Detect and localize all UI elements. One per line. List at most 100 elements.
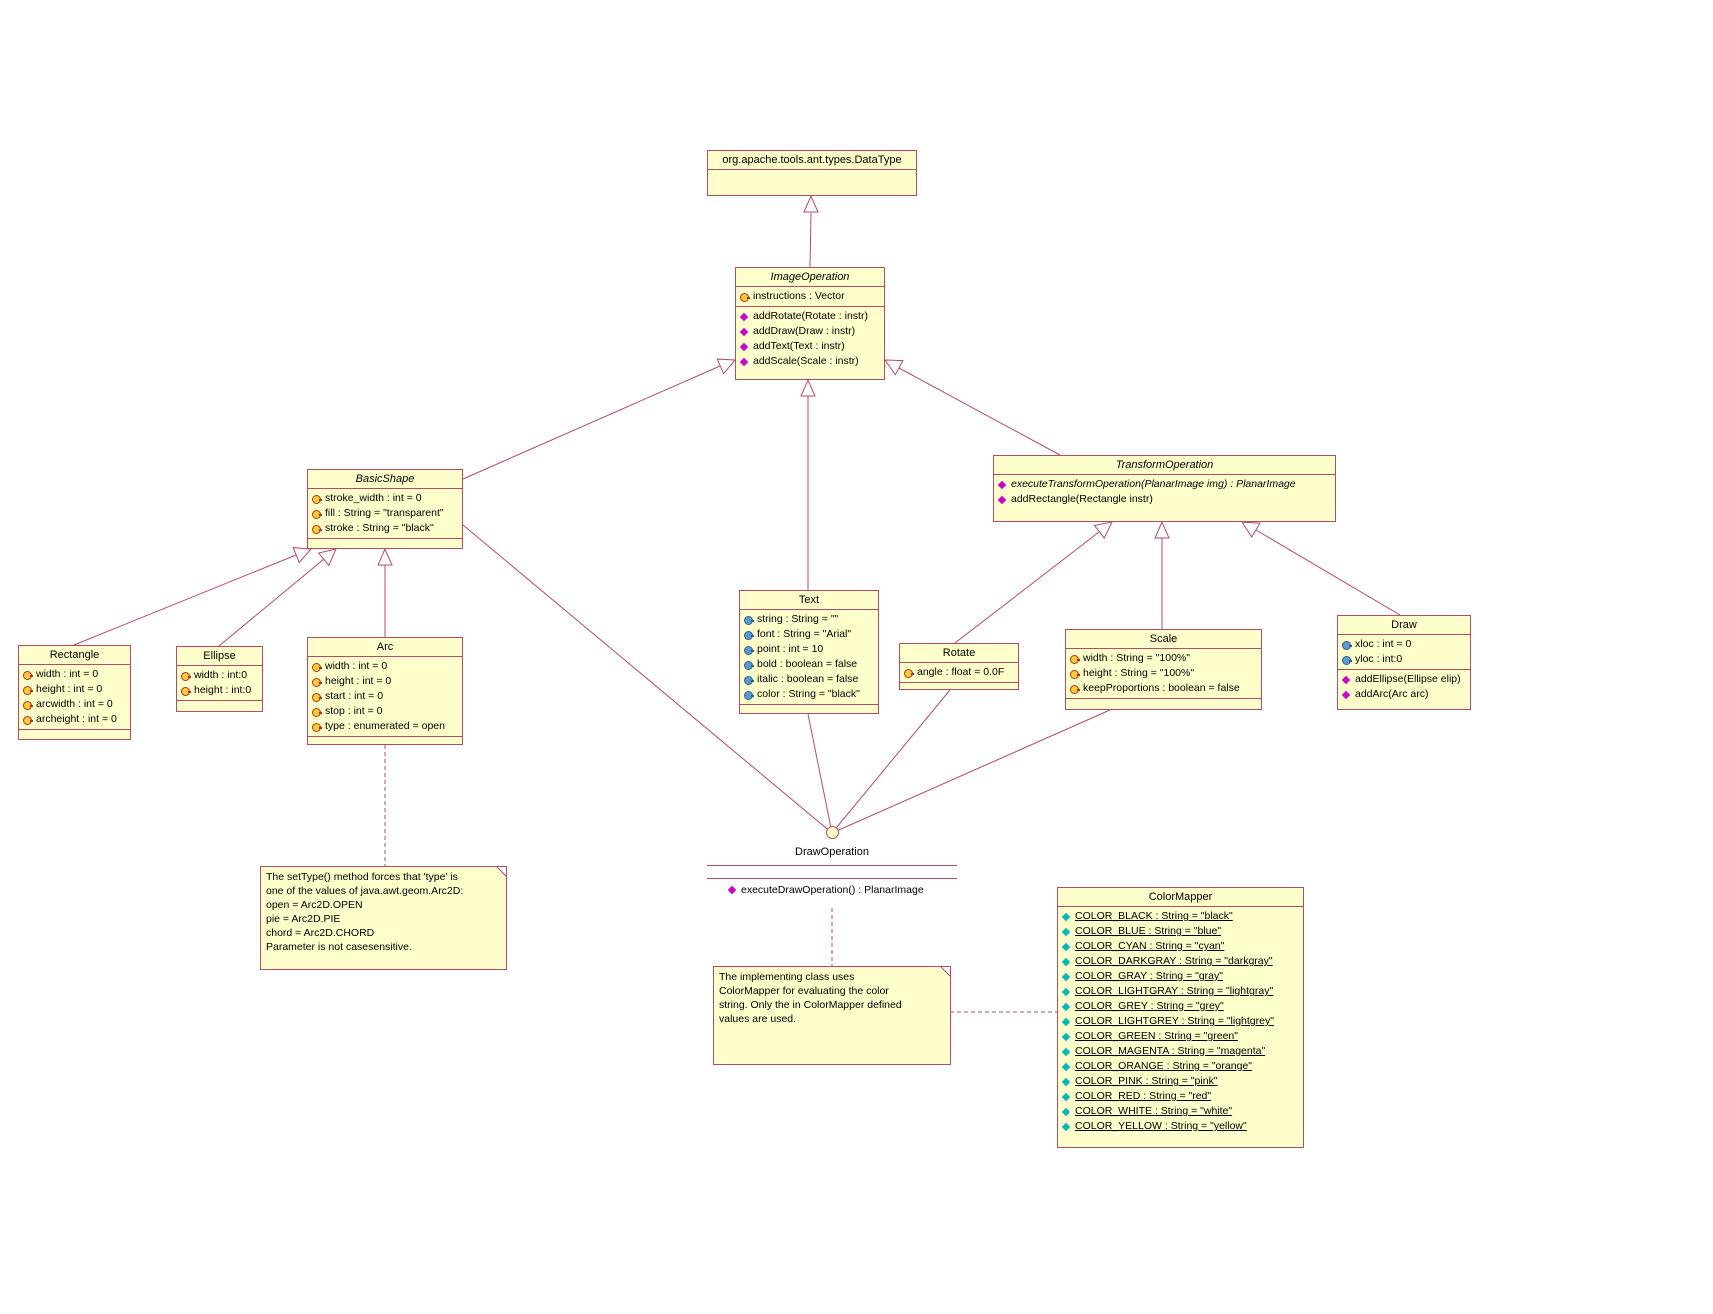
attribute-text: yloc : int:0: [1355, 653, 1403, 665]
attribute-text: instructions : Vector: [753, 290, 845, 302]
attribute-row: stop : int = 0: [311, 704, 460, 719]
static-attribute-diamond-icon: [1061, 911, 1073, 923]
attribute-key-icon: [22, 669, 34, 681]
class-rotate-name: Rotate: [900, 644, 1018, 663]
static-attribute-diamond-icon: [1061, 926, 1073, 938]
static-attribute-row: COLOR_LIGHTGRAY : String = "lightgray": [1061, 984, 1301, 999]
static-attribute-text: COLOR_GREEN : String = "green": [1075, 1030, 1238, 1042]
note-fold-icon: [495, 867, 506, 878]
note-text-line: pie = Arc2D.PIE: [266, 913, 341, 925]
attribute-row: arcwidth : int = 0: [22, 697, 128, 712]
attribute-text: type : enumerated = open: [325, 720, 445, 732]
attribute-row: point : int = 10: [743, 642, 876, 657]
static-attribute-text: COLOR_CYAN : String = "cyan": [1075, 940, 1225, 952]
static-attribute-text: COLOR_LIGHTGREY : String = "lightgrey": [1075, 1015, 1274, 1027]
static-attribute-diamond-icon: [1061, 1031, 1073, 1043]
static-attribute-row: COLOR_ORANGE : String = "orange": [1061, 1059, 1301, 1074]
attribute-row: width : int = 0: [311, 659, 460, 674]
method-row: addRotate(Rotate : instr): [739, 309, 882, 324]
interface-name: DrawOperation: [795, 846, 869, 858]
static-attribute-row: COLOR_BLACK : String = "black": [1061, 909, 1301, 924]
attribute-row: keepProportions : boolean = false: [1069, 681, 1259, 696]
class-transformoperation[interactable]: TransformOperation executeTransformOpera…: [993, 455, 1336, 522]
attribute-row: stroke : String = "black": [311, 521, 460, 536]
attribute-row: type : enumerated = open: [311, 719, 460, 734]
static-attribute-diamond-icon: [1061, 971, 1073, 983]
attribute-key-icon: [743, 614, 755, 626]
realization-line-text-drawoperation: [807, 713, 833, 834]
method-text: addRotate(Rotate : instr): [753, 310, 868, 322]
class-rotate-empty-methods: [900, 682, 1018, 689]
class-scale[interactable]: Scale width : String = "100%"height : St…: [1065, 629, 1262, 710]
generalization-line-ellipse-basicshape: [218, 558, 325, 647]
attribute-key-icon: [1069, 668, 1081, 680]
note-text-line: open = Arc2D.OPEN: [266, 899, 363, 911]
attribute-row: instructions : Vector: [739, 289, 882, 304]
static-attribute-diamond-icon: [1061, 986, 1073, 998]
class-colormapper-name: ColorMapper: [1058, 888, 1303, 907]
class-colormapper[interactable]: ColorMapper COLOR_BLACK : String = "blac…: [1057, 887, 1304, 1148]
method-row: addRectangle(Rectangle instr): [997, 492, 1333, 507]
static-attribute-text: COLOR_GRAY : String = "gray": [1075, 970, 1223, 982]
interface-method-text: executeDrawOperation() : PlanarImage: [741, 884, 924, 896]
attribute-text: bold : boolean = false: [757, 658, 858, 670]
attribute-text: font : String = "Arial": [757, 628, 852, 640]
class-imageoperation-attributes: instructions : Vector: [736, 287, 884, 306]
attribute-text: archeight : int = 0: [36, 713, 117, 725]
attribute-key-icon: [1341, 639, 1353, 651]
static-attribute-text: COLOR_WHITE : String = "white": [1075, 1105, 1233, 1117]
attribute-text: width : int:0: [194, 669, 248, 681]
generalization-arrow-icon: [1241, 521, 1261, 538]
attribute-key-icon: [180, 670, 192, 682]
note-arc-settype[interactable]: The setType() method forces that 'type' …: [260, 866, 507, 970]
note-text-line: The implementing class uses: [719, 971, 855, 983]
class-rotate[interactable]: Rotate angle : float = 0.0F: [899, 643, 1019, 690]
note-text-line: string. Only the in ColorMapper defined: [719, 999, 902, 1011]
static-attribute-text: COLOR_BLACK : String = "black": [1075, 910, 1233, 922]
static-attribute-diamond-icon: [1061, 1046, 1073, 1058]
class-arc-empty-methods: [308, 736, 462, 744]
class-transformoperation-methods: executeTransformOperation(PlanarImage im…: [994, 475, 1335, 521]
generalization-arrow-icon: [317, 548, 337, 567]
interface-lollipop-icon[interactable]: [825, 826, 839, 839]
class-datatype-empty-compartment: [708, 170, 916, 195]
generalization-line-transformoperation-imageoperation: [898, 367, 1061, 456]
attribute-text: keepProportions : boolean = false: [1083, 682, 1240, 694]
attribute-text: xloc : int = 0: [1355, 638, 1412, 650]
class-draw-methods: addEllipse(Ellipse elip)addArc(Arc arc): [1338, 669, 1470, 709]
static-attribute-row: COLOR_CYAN : String = "cyan": [1061, 939, 1301, 954]
class-rotate-attributes: angle : float = 0.0F: [900, 663, 1018, 682]
method-diamond-icon: [739, 326, 751, 338]
static-attribute-text: COLOR_YELLOW : String = "yellow": [1075, 1120, 1247, 1132]
attribute-text: italic : boolean = false: [757, 673, 859, 685]
attribute-text: stroke_width : int = 0: [325, 492, 422, 504]
class-draw-attributes: xloc : int = 0 yloc : int:0: [1338, 635, 1470, 669]
attribute-row: height : String = "100%": [1069, 666, 1259, 681]
attribute-row: height : int:0: [180, 683, 260, 698]
attribute-key-icon: [743, 644, 755, 656]
static-attribute-row: COLOR_YELLOW : String = "yellow": [1061, 1119, 1301, 1134]
static-attribute-row: COLOR_GREEN : String = "green": [1061, 1029, 1301, 1044]
note-text-line: The setType() method forces that 'type' …: [266, 871, 458, 883]
generalization-arrow-icon: [800, 378, 816, 397]
attribute-key-icon: [311, 721, 323, 733]
static-attribute-diamond-icon: [1061, 956, 1073, 968]
class-text[interactable]: Text string : String = ""font : String =…: [739, 590, 879, 714]
class-ellipse-empty-methods: [177, 700, 262, 711]
static-attribute-row: COLOR_WHITE : String = "white": [1061, 1104, 1301, 1119]
attribute-text: start : int = 0: [325, 690, 384, 702]
interface-divider: [707, 865, 957, 866]
method-text: addText(Text : instr): [753, 340, 845, 352]
class-datatype[interactable]: org.apache.tools.ant.types.DataType: [707, 150, 917, 196]
attribute-key-icon: [743, 674, 755, 686]
class-imageoperation[interactable]: ImageOperation instructions : Vector add…: [735, 267, 885, 380]
interface-drawoperation[interactable]: DrawOperation executeDrawOperation() : P…: [707, 826, 957, 897]
attribute-row: stroke_width : int = 0: [311, 491, 460, 506]
